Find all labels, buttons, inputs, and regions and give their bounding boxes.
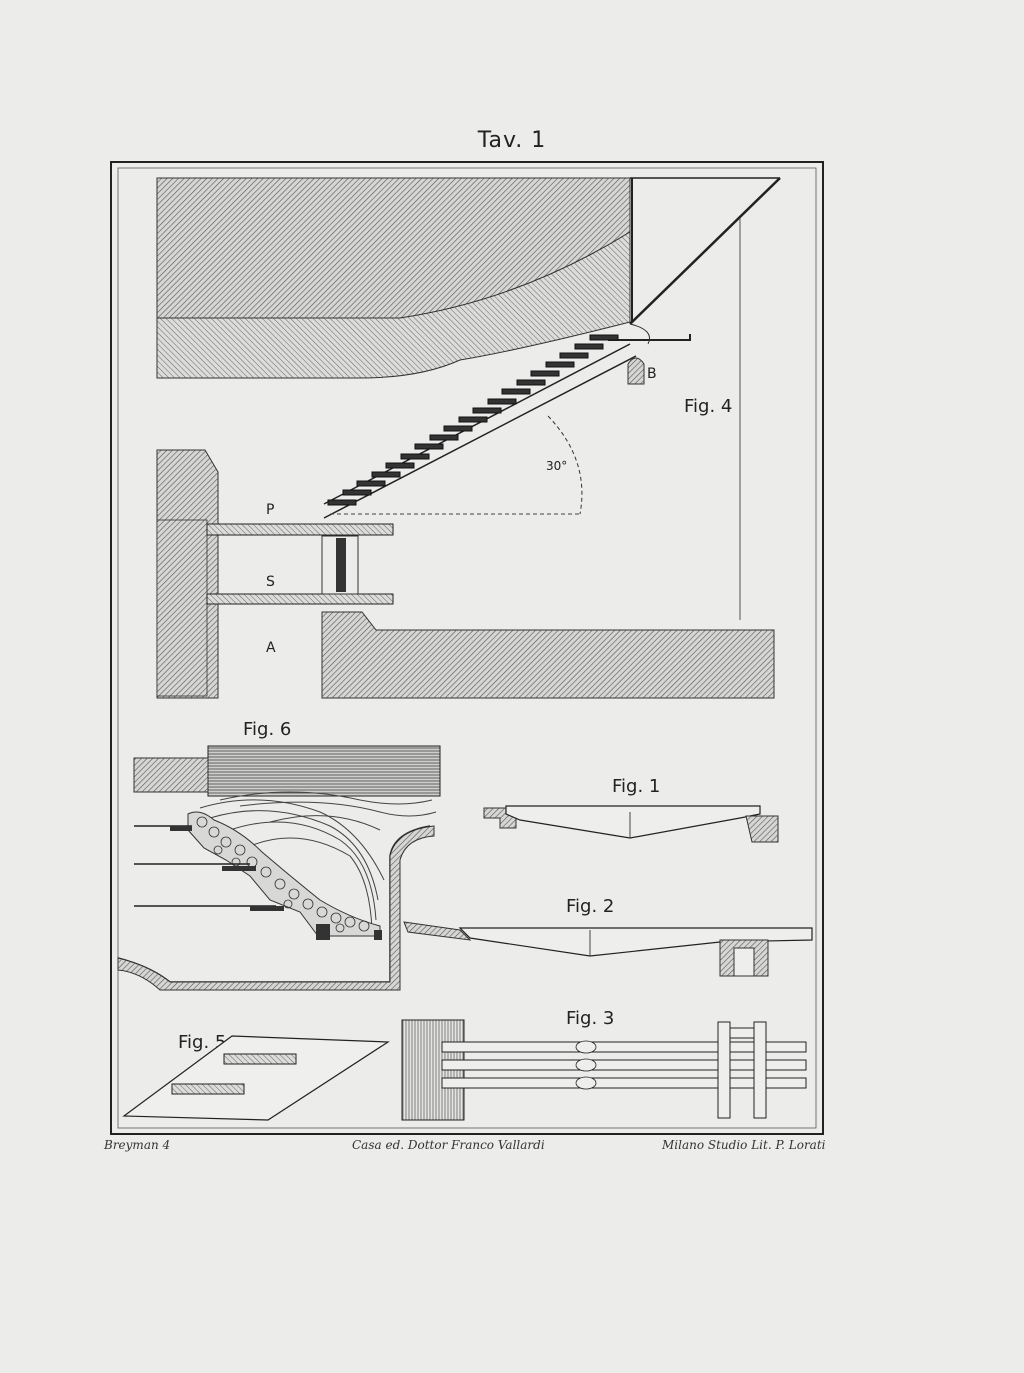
fig2-label: Fig. 2 (566, 896, 614, 917)
credit-publisher: Casa ed. Dottor Franco Vallardi (352, 1138, 545, 1152)
fig1-label: Fig. 1 (612, 776, 660, 797)
fig6-boiler (207, 745, 441, 797)
fig4-shelf-s (206, 593, 394, 605)
fig4-lower-floor (321, 611, 775, 699)
figure-4-furnace-section: Fig. 4 30° P S A B (156, 177, 781, 699)
fig4-letter-p: P (266, 502, 274, 518)
credit-engraver: Breyman 4 (104, 1138, 171, 1152)
fig4-letter-s: S (266, 574, 275, 590)
fig5-label: Fig. 5 (178, 1032, 226, 1053)
credit-printer: Milano Studio Lit. P. Lorati (662, 1138, 826, 1152)
fig6-firebox-wall (117, 825, 435, 991)
fig3-label: Fig. 3 (566, 1008, 614, 1029)
figure-3-grate-plan: Fig. 3 (401, 1008, 807, 1121)
fig4-shelf-p (206, 523, 394, 536)
figure-1-grate-bar: Fig. 1 (483, 776, 779, 843)
figure-6-fire-section: Fig. 6 (117, 719, 441, 991)
plate-border (110, 161, 824, 1135)
figure-2-grate-bar: Fig. 2 (403, 896, 813, 977)
fig6-label: Fig. 6 (243, 719, 291, 740)
fig5-plane (122, 1035, 390, 1121)
plate-title: Tav. 1 (477, 128, 547, 153)
fig4-grate-steps (327, 334, 619, 506)
fig4-support-b (627, 357, 645, 385)
fig1-bar (505, 805, 761, 839)
figure-5-bar-perspective: Fig. 5 (122, 1032, 390, 1121)
fig6-flames (199, 791, 437, 931)
fig4-label: Fig. 4 (684, 396, 732, 417)
fig4-letter-b: B (647, 366, 657, 382)
fig4-upper-lining (156, 231, 631, 379)
fig4-letter-a: A (266, 640, 276, 656)
fig4-angle-label: 30° (546, 459, 567, 473)
